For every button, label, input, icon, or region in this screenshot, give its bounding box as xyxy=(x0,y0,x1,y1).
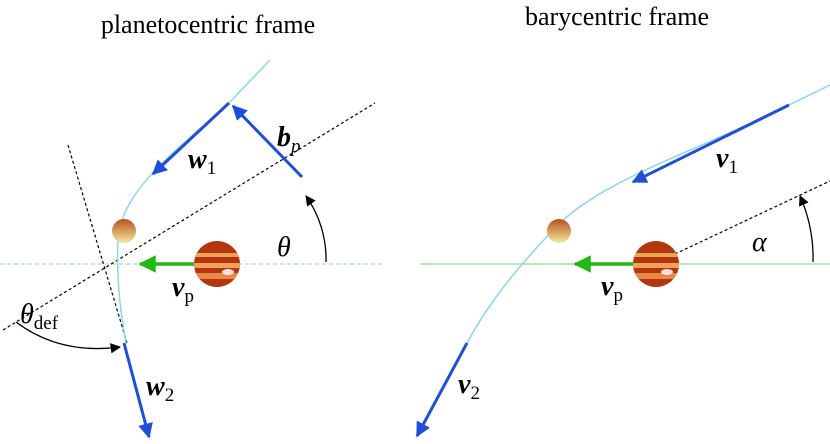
moon-left xyxy=(112,219,136,243)
moon-right xyxy=(547,219,571,243)
label-v1: v1 xyxy=(716,143,738,178)
v1-arrow xyxy=(631,103,790,184)
barycentric-title: barycentric frame xyxy=(525,2,709,31)
label-theta-def: θdef xyxy=(20,299,59,334)
planetocentric-panel: planetocentric frame xyxy=(0,10,384,439)
label-vp-left: vp xyxy=(172,272,194,307)
incoming-asymptote xyxy=(2,102,376,331)
theta-def-arc xyxy=(15,321,122,354)
label-theta: θ xyxy=(277,232,291,263)
theta-arc xyxy=(305,195,327,263)
trajectory-right xyxy=(466,84,830,344)
w2-arrow xyxy=(122,342,153,439)
impact-parameter-arrow xyxy=(231,104,304,179)
barycentric-panel: barycentric frame v1 v2 xyxy=(415,2,830,438)
outgoing-asymptote xyxy=(67,144,128,344)
label-w1: w1 xyxy=(188,144,216,179)
label-bp: bp xyxy=(277,122,301,157)
label-alpha: α xyxy=(752,227,768,258)
label-w2: w2 xyxy=(146,371,174,406)
label-v2: v2 xyxy=(458,369,480,404)
alpha-arc xyxy=(799,195,814,263)
planet-right xyxy=(633,241,679,287)
planetocentric-title: planetocentric frame xyxy=(101,10,315,39)
planet-left xyxy=(194,241,240,287)
v2-arrow xyxy=(415,342,469,438)
alpha-line xyxy=(659,180,830,262)
w1-arrow xyxy=(151,101,231,176)
label-vp-right: vp xyxy=(601,271,623,306)
